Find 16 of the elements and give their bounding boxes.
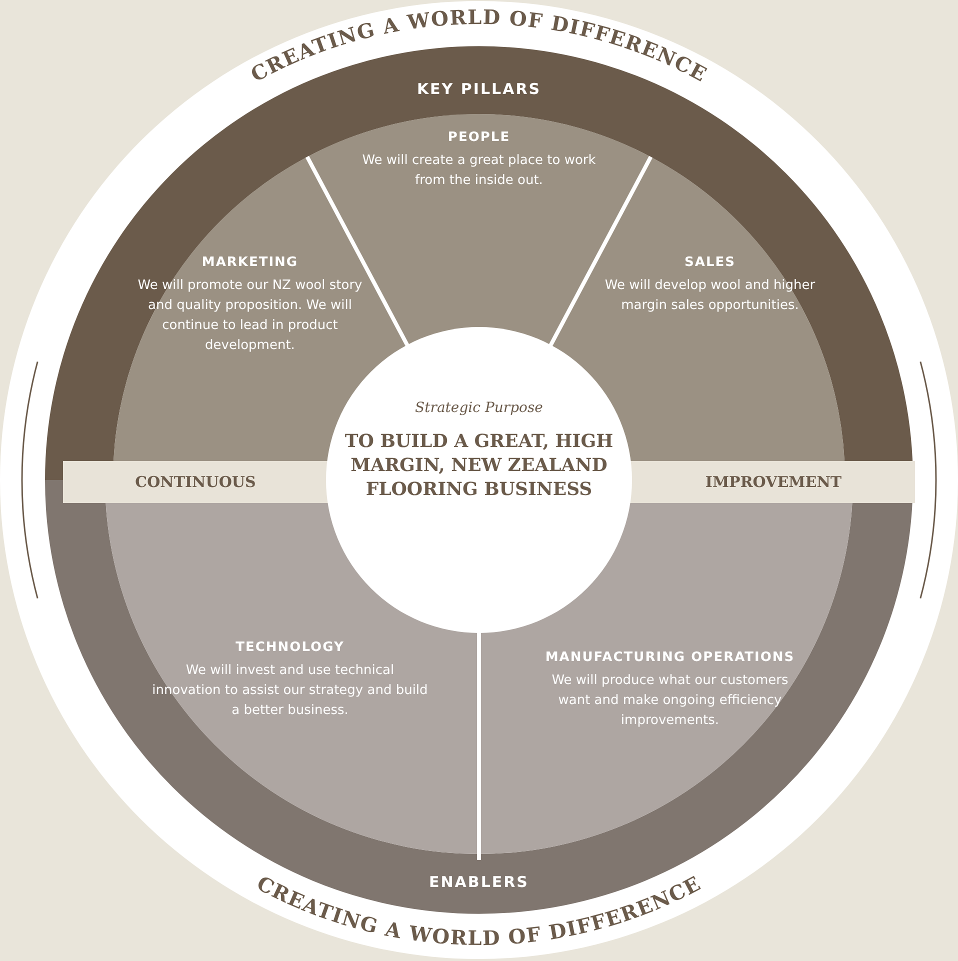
subtitle: Strategic Purpose [414,400,544,416]
sector-description: We will invest and use technical innovation to assist our strategy and build a better business. [151,662,429,720]
sector-heading: MARKETING [200,255,300,270]
sector-description: We will develop wool and higher margin sales opportunities. [604,277,816,315]
sector-heading: SALES [684,255,736,270]
sector-heading: MANUFACTURING OPERATIONS [544,650,796,665]
sector-heading: PEOPLE [446,130,512,145]
banner-label: IMPROVEMENT [704,472,843,493]
banner-label: CONTINUOUS [134,472,257,493]
band-label: ENABLERS [428,873,530,891]
sector-description: We will produce what our customers want and make ongoing efficiency improvements. [550,672,790,730]
sector-description: We will create a great place to work from the inside out. [361,152,597,190]
sector-description: We will promote our NZ wool story and quality proposition. We will continue to lead in product development. [136,277,364,355]
purpose-statement: TO BUILD A GREAT, HIGH MARGIN, NEW ZEALAND FLOORING BUSINESS [344,430,614,502]
band-label: KEY PILLARS [416,80,542,98]
sector-heading: TECHNOLOGY [234,640,346,655]
